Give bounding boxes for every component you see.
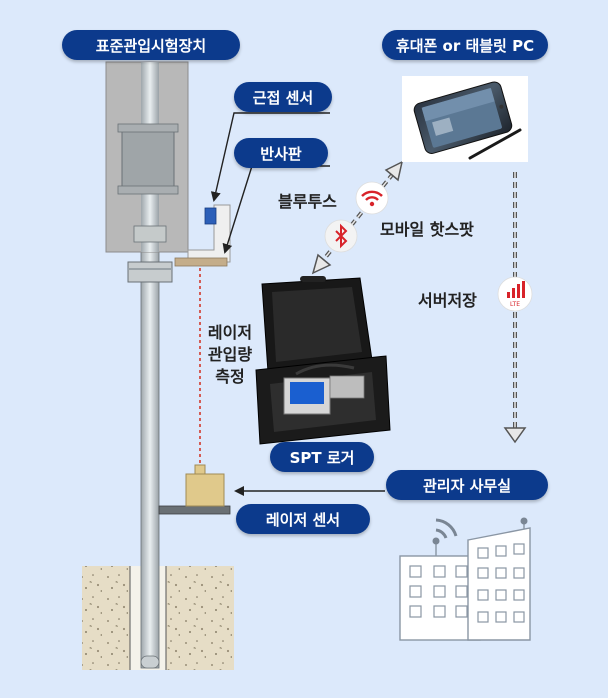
phone-device: [402, 76, 528, 162]
proximity-sensor-label: 근접 센서: [252, 88, 314, 107]
laser-sensor-pill: 레이저 센서: [236, 504, 370, 534]
laser-measure-line2: 관입량: [207, 345, 253, 364]
rod-coupling: [127, 261, 173, 283]
proximity-sensor-pill: 근접 센서: [234, 82, 332, 112]
mobile-hotspot-text: 모바일 핫스팟: [380, 220, 474, 239]
spt-logger-label: SPT 로거: [289, 448, 355, 467]
wifi-icon: [355, 181, 389, 215]
bluetooth-icon: [324, 219, 358, 253]
spt-device-label: 표준관입시험장치: [95, 36, 207, 55]
laser-sensor-unit: [158, 464, 231, 515]
reflector-label: 반사판: [260, 144, 302, 163]
laser-measure-line3: 측정: [215, 367, 245, 386]
phone-tablet-label: 휴대폰 or 태블릿 PC: [395, 36, 535, 55]
proximity-sensor-leader: [210, 112, 330, 202]
laser-measure-line1: 레이저: [207, 323, 253, 342]
lte-signal-icon: LTE: [497, 276, 533, 312]
stylus-pen: [468, 128, 522, 160]
server-storage-arrow: [503, 172, 527, 444]
reflector-bracket: [174, 204, 231, 267]
laser-measure-text: 레이저 관입량 측정: [200, 322, 260, 388]
server-storage-text: 서버저장: [418, 291, 477, 310]
bluetooth-text: 블루투스: [278, 192, 337, 211]
admin-office-pill: 관리자 사무실: [386, 470, 548, 500]
spt-logger-case: [255, 276, 391, 445]
spt-logger-pill: SPT 로거: [270, 442, 374, 472]
laser-sensor-label: 레이저 센서: [265, 510, 341, 529]
spt-device-pill: 표준관입시험장치: [62, 30, 240, 60]
proximity-sensor-unit: [204, 207, 217, 225]
admin-office-label: 관리자 사무실: [422, 476, 512, 495]
phone-tablet-pill: 휴대폰 or 태블릿 PC: [382, 30, 548, 60]
lte-badge: LTE: [510, 301, 520, 308]
reflector-pill: 반사판: [234, 138, 328, 168]
office-building-icon: [399, 517, 531, 641]
hammer-housing: [105, 61, 189, 253]
